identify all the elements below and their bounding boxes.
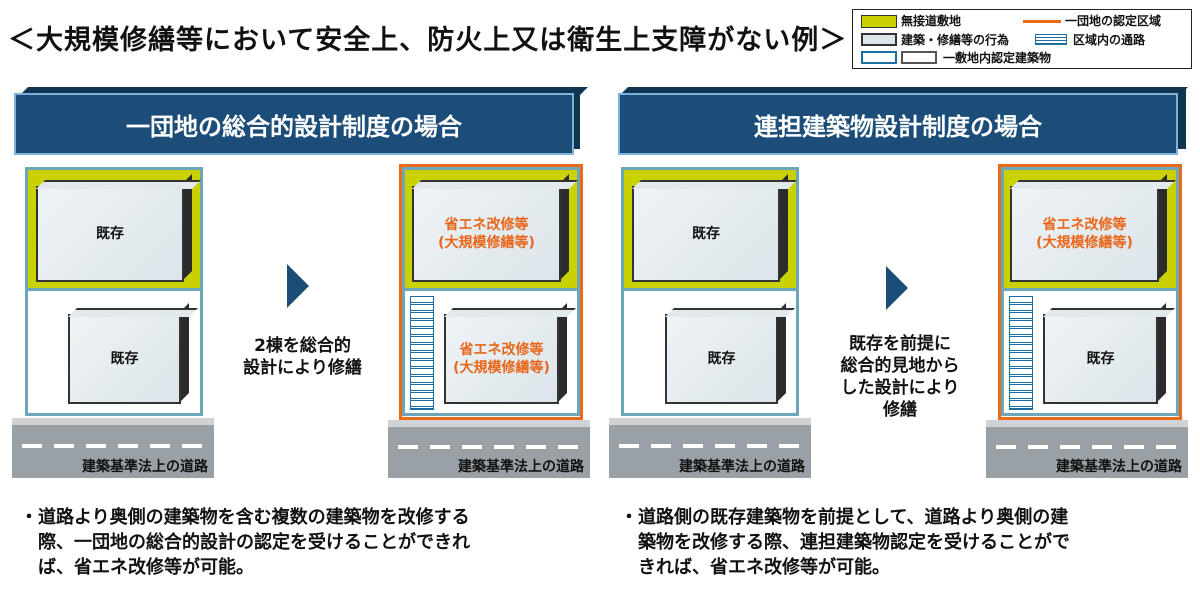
right-after-top-building: 省エネ改修等 (大規模修繕等): [1010, 186, 1159, 282]
legend-dark-outline-swatch: [901, 51, 937, 64]
right-after-road: 建築基準法上の道路: [986, 420, 1188, 478]
legend-no-road-site: 無接道敷地: [901, 14, 962, 28]
left-panel-header: 一団地の総合的設計制度の場合: [14, 93, 574, 155]
legend: 無接道敷地 一団地の認定区域 建築・修繕等の行為 区域内の通路 一敷地内認定建築…: [852, 9, 1192, 69]
left-after-area-path: [410, 296, 434, 410]
left-banner-depth-side: [570, 87, 580, 149]
left-before-bottom-building-roof: [68, 308, 198, 317]
right-after-bottom-building-roof: [1043, 308, 1175, 317]
left-after-bottom-building: 省エネ改修等 (大規模修繕等): [444, 314, 559, 404]
road-label: 建築基準法上の道路: [679, 459, 805, 475]
right-banner-depth-side: [1176, 87, 1186, 149]
right-middle-text: 既存を前提に 総合的見地から した設計により 修繕: [840, 334, 960, 420]
left-after-top-building-side: [560, 174, 569, 280]
right-arrow-icon: [886, 266, 908, 310]
legend-building-act: 建築・修繕等の行為: [901, 33, 1010, 47]
left-before-top-building-side: [183, 174, 192, 280]
right-before-bottom-building-side: [777, 303, 786, 402]
left-before-bottom-building: 既存: [68, 314, 181, 404]
left-before-top-building: 既存: [36, 186, 184, 282]
building-label: 省エネ改修等: [1042, 217, 1127, 233]
right-after-top-building-side: [1158, 174, 1167, 280]
road-label: 建築基準法上の道路: [82, 459, 208, 475]
right-before-top-building-side: [779, 174, 788, 280]
left-before-road: 建築基準法上の道路: [12, 418, 214, 478]
left-arrow-icon: [287, 264, 309, 308]
building-label-sub: (大規模修繕等): [438, 235, 535, 251]
building-label-sub: (大規模修繕等): [1036, 235, 1133, 251]
right-panel-header: 連担建築物設計制度の場合: [618, 93, 1178, 155]
building-label: 既存: [692, 226, 720, 242]
building-label: 既存: [96, 226, 124, 242]
right-after-top-building-roof: [1010, 180, 1176, 189]
right-after-certified-area: [998, 164, 1182, 420]
left-after-bottom-building-roof: [444, 308, 576, 317]
legend-gray-swatch: [861, 33, 897, 46]
legend-area-path: 区域内の通路: [1073, 33, 1146, 47]
road-label: 建築基準法上の道路: [458, 459, 584, 475]
legend-certified-building: 一敷地内認定建築物: [943, 51, 1052, 65]
left-after-bottom-building-side: [558, 303, 567, 402]
building-label: 省エネ改修等: [459, 342, 544, 358]
left-after-top-building-roof: [412, 180, 578, 189]
right-after-bottom-building-side: [1157, 303, 1166, 402]
road-label: 建築基準法上の道路: [1056, 459, 1182, 475]
left-before-bottom-building-side: [180, 303, 189, 402]
building-label: 既存: [110, 351, 139, 367]
legend-path-swatch: [1035, 34, 1067, 45]
left-before-top-building-roof: [36, 180, 201, 189]
right-after-area-path: [1009, 296, 1033, 410]
right-after-bottom-building: 既存: [1043, 314, 1158, 404]
left-after-certified-area: [399, 164, 583, 420]
left-middle-text: 2棟を総合的 設計により修繕: [243, 336, 362, 378]
legend-blue-outline-swatch: [861, 51, 897, 64]
left-note: ・道路より奥側の建築物を含む複数の建築物を改修する 際、一団地の総合的設計の認定…: [20, 507, 470, 578]
page-title: ＜大規模修繕等において安全上、防火上又は衛生上支障がない例＞: [8, 25, 848, 56]
right-before-bottom-building: 既存: [665, 314, 778, 404]
building-label: 省エネ改修等: [444, 217, 529, 233]
right-before-top-building-roof: [632, 180, 797, 189]
legend-orange-line: [1023, 20, 1061, 23]
right-note: ・道路側の既存建築物を前提として、道路より奥側の建 築物を改修する際、連担建築物…: [620, 507, 1070, 578]
left-after-road: 建築基準法上の道路: [388, 420, 590, 478]
building-label: 既存: [707, 351, 736, 367]
legend-certified-area: 一団地の認定区域: [1065, 14, 1162, 28]
right-before-top-building: 既存: [632, 186, 780, 282]
legend-yellow-swatch: [861, 15, 897, 28]
building-label: 既存: [1086, 351, 1115, 367]
left-after-top-building: 省エネ改修等 (大規模修繕等): [412, 186, 561, 282]
right-before-bottom-building-roof: [665, 308, 795, 317]
right-before-road: 建築基準法上の道路: [609, 418, 811, 478]
building-label-sub: (大規模修繕等): [453, 360, 550, 376]
